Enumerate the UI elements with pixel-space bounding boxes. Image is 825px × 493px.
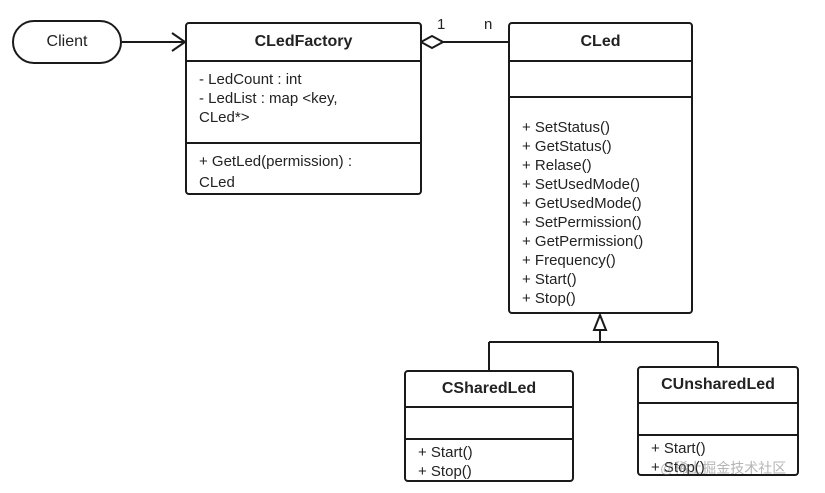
- attributes-section: - LedCount : int - LedList : map <key, C…: [187, 62, 420, 144]
- operation-getstatus: + GetStatus(): [522, 138, 612, 155]
- class-csharedled: CSharedLed + Start() + Stop(): [404, 370, 574, 482]
- attributes-section: [510, 62, 691, 98]
- operations-section: + Start() + Stop(): [406, 440, 572, 487]
- operation-getusedmode: + GetUsedMode(): [522, 195, 642, 212]
- class-title: CLed: [510, 24, 691, 62]
- operation-setusedmode: + SetUsedMode(): [522, 176, 640, 193]
- aggregation-diamond: [418, 34, 446, 50]
- class-cunsharedled: CUnsharedLed + Start() + Stop(): [637, 366, 799, 476]
- class-title: CUnsharedLed: [639, 368, 797, 404]
- operations-section: + Start() + Stop(): [639, 436, 797, 483]
- generalization-triangle: [592, 312, 608, 331]
- class-cled: CLed + SetStatus() + GetStatus() + Relas…: [508, 22, 693, 314]
- operation-frequency: + Frequency(): [522, 252, 616, 269]
- operation-stop: + Stop(): [651, 459, 705, 476]
- operation-setstatus: + SetStatus(): [522, 119, 610, 136]
- operation-start: + Start(): [522, 271, 577, 288]
- client-actor: Client: [12, 20, 122, 64]
- class-title: CSharedLed: [406, 372, 572, 408]
- class-cledfactory: CLedFactory - LedCount : int - LedList :…: [185, 22, 422, 195]
- operation-getled: + GetLed(permission) : CLed: [199, 153, 352, 191]
- operation-stop: + Stop(): [522, 290, 576, 307]
- operation-start: + Start(): [418, 444, 473, 461]
- operation-getpermission: + GetPermission(): [522, 233, 644, 250]
- client-label: Client: [46, 33, 88, 50]
- watermark: @稀土掘金技术社区: [660, 460, 787, 476]
- attribute-ledlist: - LedList : map <key, CLed*>: [199, 90, 338, 126]
- multiplicity-factory: 1: [437, 16, 446, 33]
- attributes-section: [406, 408, 572, 440]
- operations-section: + SetStatus() + GetStatus() + Relase() +…: [510, 98, 691, 314]
- operation-stop: + Stop(): [418, 463, 472, 480]
- attribute-ledcount: - LedCount : int: [199, 71, 302, 88]
- attributes-section: [639, 404, 797, 436]
- operations-section: + GetLed(permission) : CLed: [187, 144, 420, 199]
- class-title: CLedFactory: [187, 24, 420, 62]
- operation-setpermission: + SetPermission(): [522, 214, 642, 231]
- operation-start: + Start(): [651, 440, 706, 457]
- multiplicity-led: n: [484, 16, 493, 33]
- operation-relase: + Relase(): [522, 157, 592, 174]
